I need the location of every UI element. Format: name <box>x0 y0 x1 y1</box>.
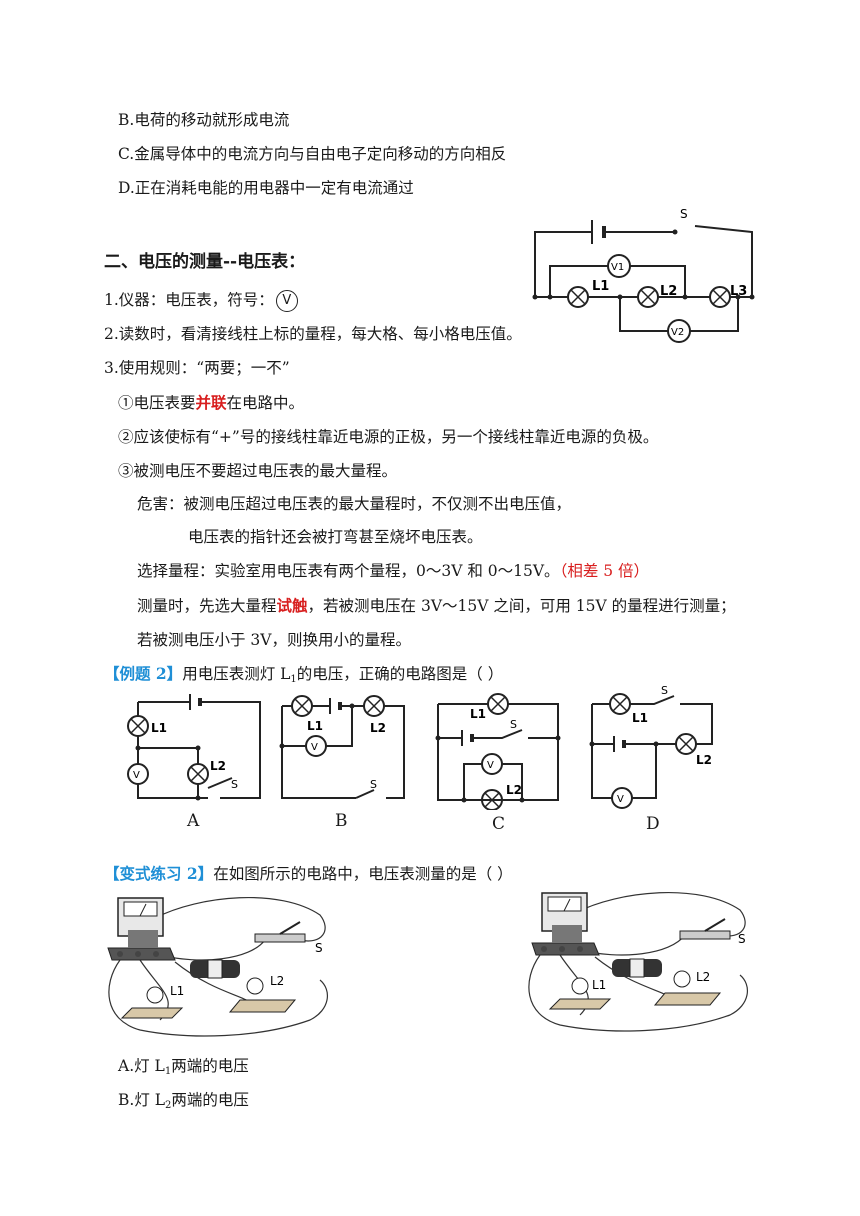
rule-parallel: ①电压表要并联在电路中。 <box>118 393 304 413</box>
item-reading: 2.读数时，看清接线柱上标的量程，每大格、每小格电压值。 <box>104 325 522 343</box>
measure-tail: ，若被测电压在 3V～15V 之间，可用 15V 的量程进行测量； <box>307 597 736 615</box>
caption-a: A <box>187 811 200 831</box>
section-title: 二、电压的测量--电压表： <box>104 252 306 272</box>
variant2-tag: 【变式练习 2】 <box>104 864 214 883</box>
option-d: D.正在消耗电能的用电器中一定有电流通过 <box>118 179 414 197</box>
apparatus-right: L1 L2 S <box>528 892 748 1032</box>
bulb-l1-icon <box>571 977 589 995</box>
circuit-b: L1 L2 S V <box>279 695 405 799</box>
switch-device-icon <box>254 933 306 943</box>
left-label-l1: L1 <box>170 984 184 998</box>
range-select-text: 选择量程：实验室用电压表有两个量程，0～3V 和 0～15V。 <box>137 562 560 580</box>
variant2-question: 【变式练习 2】在如图所示的电路中，电压表测量的是（ ） <box>104 864 513 884</box>
circuit-a: L1 L2 S V <box>127 694 261 801</box>
variant2-option-b: B.灯 L2两端的电压 <box>118 1090 249 1116</box>
right-label-l1: L1 <box>592 978 606 992</box>
harm-line-1: 危害：被测电压超过电压表的最大量程时，不仅测不出电压值， <box>137 495 572 513</box>
example2-text: 用电压表测灯 L <box>182 665 291 683</box>
c-label-v: V <box>487 760 494 771</box>
b-label-s: S <box>370 778 377 791</box>
label-l1: L1 <box>592 279 609 294</box>
label-v1: V1 <box>611 262 624 273</box>
a-label-s: S <box>231 778 238 791</box>
bulb-l1-base <box>120 1007 184 1019</box>
right-label-l2: L2 <box>696 970 710 984</box>
option-a-tail: 两端的电压 <box>171 1057 249 1075</box>
rule-parallel-emphasis: 并联 <box>195 393 227 412</box>
option-c: C.金属导体中的电流方向与自由电子定向移动的方向相反 <box>118 145 507 163</box>
c-label-l1: L1 <box>470 707 486 721</box>
a-label-l1: L1 <box>151 721 167 735</box>
label-v2: V2 <box>671 327 684 338</box>
measure-line-2: 若被测电压小于 3V，则换用小的量程。 <box>137 631 411 649</box>
bulb-l2-base <box>653 992 722 1006</box>
measure-line-1: 测量时，先选大量程试触，若被测电压在 3V～15V 之间，可用 15V 的量程进… <box>137 596 736 616</box>
bulb-l2-icon <box>673 970 691 988</box>
variant2-text: 在如图所示的电路中，电压表测量的是（ ） <box>213 865 513 883</box>
example2-tag: 【例题 2】 <box>104 664 183 683</box>
option-a-text: A.灯 L <box>118 1057 165 1075</box>
measure-text: 测量时，先选大量程 <box>137 597 277 615</box>
bulb-l2-base <box>228 999 297 1013</box>
bulb-l1-icon <box>146 986 164 1004</box>
left-label-s: S <box>315 941 323 955</box>
range-select: 选择量程：实验室用电压表有两个量程，0～3V 和 0～15V。（相差 5 倍） <box>137 561 649 581</box>
voltmeter-symbol-icon: V <box>275 290 298 312</box>
option-b-tail: 两端的电压 <box>171 1091 249 1109</box>
option-a-subscript: 1 <box>164 1066 172 1077</box>
d-label-l1: L1 <box>632 711 648 725</box>
rule-parallel-text: ①电压表要 <box>118 394 196 412</box>
item-instrument: 1.仪器：电压表，符号：V <box>104 290 298 312</box>
measure-emphasis: 试触 <box>276 596 308 615</box>
harm-line-2: 电压表的指针还会被打弯甚至烧坏电压表。 <box>188 528 483 546</box>
rule-range: ③被测电压不要超过电压表的最大量程。 <box>118 462 398 480</box>
option-b-text: B.灯 L <box>118 1091 166 1109</box>
switch-device-icon <box>679 930 731 940</box>
example2-question: 【例题 2】用电压表测灯 L1的电压，正确的电路图是（ ） <box>104 664 503 690</box>
left-label-l2: L2 <box>270 974 284 988</box>
bulb-l2-icon <box>246 977 264 995</box>
d-label-l2: L2 <box>696 753 712 767</box>
a-label-l2: L2 <box>210 759 226 773</box>
option-b: B.电荷的移动就形成电流 <box>118 111 290 129</box>
b-label-l1: L1 <box>307 719 323 733</box>
rule-parallel-tail: 在电路中。 <box>226 394 305 412</box>
rule-polarity: ②应该使标有“+”号的接线柱靠近电源的正极，另一个接线柱靠近电源的负极。 <box>118 428 659 446</box>
item-instrument-text: 1.仪器：电压表，符号： <box>104 291 274 309</box>
bulb-l1-base <box>548 998 612 1010</box>
apparatus-left: L1 L2 S <box>107 897 328 1037</box>
d-label-v: V <box>617 794 624 805</box>
option-b-subscript: 2 <box>165 1100 172 1111</box>
label-l2: L2 <box>660 284 677 299</box>
caption-c: C <box>492 814 506 834</box>
c-label-s: S <box>510 718 517 731</box>
b-label-l2: L2 <box>370 721 386 735</box>
c-label-l2: L2 <box>506 783 522 797</box>
right-label-s: S <box>738 932 746 946</box>
circuit-c: L1 L2 S V <box>435 693 561 810</box>
caption-d: D <box>646 814 660 834</box>
variant2-option-a: A.灯 L1两端的电压 <box>118 1056 249 1082</box>
switch-pivot-icon <box>672 229 678 235</box>
item-rules: 3.使用规则：“两要；一不” <box>104 359 290 377</box>
label-s: S <box>680 207 688 221</box>
example2-text-tail: 的电压，正确的电路图是（ ） <box>296 665 504 683</box>
example2-subscript: 1 <box>290 674 297 685</box>
a-label-v: V <box>133 770 140 781</box>
caption-b: B <box>335 811 348 831</box>
d-label-s: S <box>661 684 668 697</box>
series-circuit-diagram: S V1 V2 L1 L2 L3 <box>532 207 755 343</box>
circuit-d: L1 L2 S V <box>589 684 713 809</box>
b-label-v: V <box>311 742 318 753</box>
label-l3: L3 <box>730 284 747 299</box>
range-note: （相差 5 倍） <box>559 562 650 580</box>
